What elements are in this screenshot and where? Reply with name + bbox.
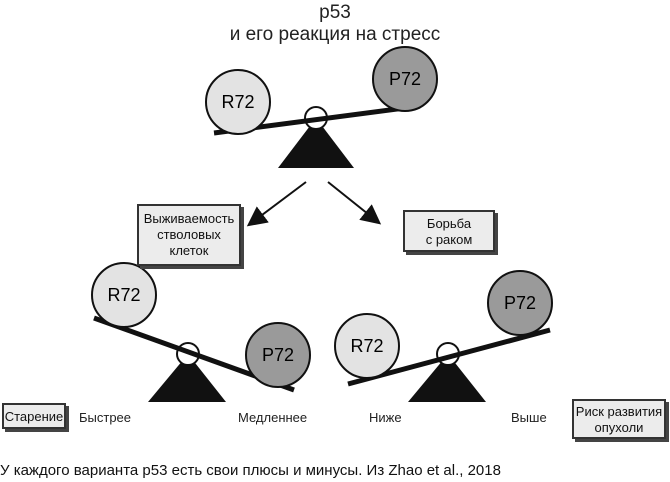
bottom-left-down-ball-label: P72: [262, 345, 294, 365]
bottom-left-triangle: [148, 354, 226, 402]
top-right-ball-label: P72: [389, 69, 421, 89]
stem-cell-survival-line-2: стволовых: [157, 227, 221, 242]
cancer-fight-box: Борьба с раком: [403, 210, 495, 252]
bottom-left-up-ball-label: R72: [107, 285, 140, 305]
aging-box: Старение: [2, 403, 66, 429]
higher-label: Выше: [511, 410, 547, 425]
top-scale-triangle: [278, 118, 354, 168]
top-right-ball: [372, 46, 438, 112]
bottom-right-down-ball-label: R72: [350, 336, 383, 356]
bottom-left-down-ball: [245, 322, 311, 388]
tumor-risk-box: Риск развития опухоли: [572, 399, 666, 439]
bottom-left-up-ball: [91, 262, 157, 328]
stem-cell-survival-line-1: Выживаемость: [143, 211, 235, 226]
bottom-right-up-ball: [487, 270, 553, 336]
cancer-fight-line-2: с раком: [425, 232, 473, 247]
bottom-right-up-ball-label: P72: [504, 293, 536, 313]
bottom-right-scale: R72 P72: [334, 270, 553, 402]
bottom-right-down-ball: [334, 313, 400, 379]
lower-label: Ниже: [369, 410, 402, 425]
cancer-fight-line-1: Борьба: [426, 216, 472, 231]
tumor-risk-line-2: опухоли: [594, 420, 644, 435]
top-left-ball-label: R72: [221, 92, 254, 112]
top-left-ball: [205, 69, 271, 135]
bottom-right-triangle: [408, 354, 486, 402]
aging-label: Старение: [4, 409, 64, 424]
top-scale: R72 P72: [205, 46, 438, 168]
bottom-left-scale: R72 P72: [91, 262, 311, 402]
slower-label: Медленнее: [238, 410, 308, 425]
arrow-left: [246, 181, 307, 227]
stem-cell-survival-line-3: клеток: [169, 243, 209, 258]
title-line-1: p53: [319, 2, 351, 23]
faster-label: Быстрее: [79, 410, 132, 425]
arrow-right: [327, 181, 382, 225]
figure-caption: У каждого варианта p53 есть свои плюсы и…: [0, 462, 501, 479]
title-line-2: и его реакция на стресс: [229, 24, 441, 45]
stem-cell-survival-box: Выживаемость стволовых клеток: [137, 204, 241, 266]
tumor-risk-line-1: Риск развития: [575, 404, 663, 419]
